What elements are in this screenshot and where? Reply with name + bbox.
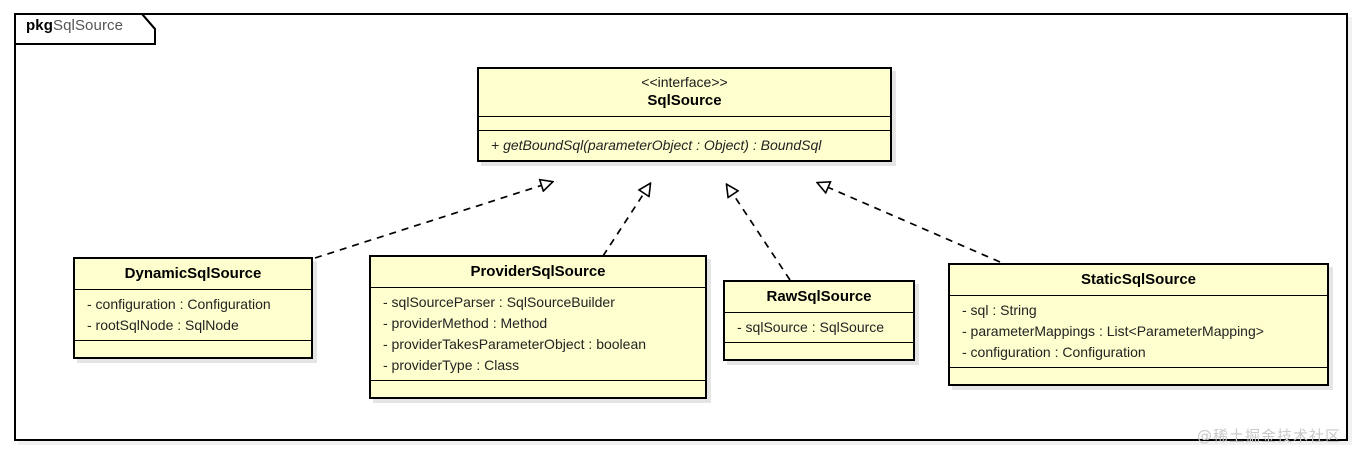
attributes-compartment-dynamicsqlsource: - configuration : Configuration - rootSq… bbox=[75, 290, 311, 340]
class-member: - sqlSourceParser : SqlSourceBuilder bbox=[383, 294, 615, 310]
class-name: DynamicSqlSource bbox=[124, 265, 262, 282]
class-member: - providerTakesParameterObject : boolean bbox=[383, 336, 647, 352]
class-box-providersqlsource[interactable]: ProviderSqlSource - sqlSourceParser : Sq… bbox=[369, 255, 707, 399]
class-box-dynamicsqlsource[interactable]: DynamicSqlSource - configuration : Confi… bbox=[73, 257, 313, 359]
class-member: - parameterMappings : List<ParameterMapp… bbox=[962, 323, 1264, 339]
class-header-staticsqlsource: StaticSqlSource bbox=[950, 265, 1327, 295]
watermark-text: @稀土掘金技术社区 bbox=[1196, 427, 1341, 445]
class-name: StaticSqlSource bbox=[1080, 271, 1197, 288]
compartment-divider bbox=[371, 287, 705, 288]
methods-compartment-dynamicsqlsource bbox=[75, 341, 311, 357]
class-name: RawSqlSource bbox=[766, 288, 872, 305]
methods-compartment-staticsqlsource bbox=[950, 368, 1327, 384]
class-member: + getBoundSql(parameterObject : Object) … bbox=[491, 137, 822, 153]
package-tab: pkgSqlSource bbox=[14, 13, 156, 45]
class-box-sqlsource[interactable]: <<interface>> SqlSource + getBoundSql(pa… bbox=[477, 67, 892, 162]
class-name: SqlSource bbox=[647, 92, 722, 109]
attributes-compartment-staticsqlsource: - sql : String - parameterMappings : Lis… bbox=[950, 296, 1327, 367]
compartment-divider bbox=[75, 289, 311, 290]
attributes-compartment-sqlsource bbox=[479, 117, 890, 130]
class-box-rawsqlsource[interactable]: RawSqlSource - sqlSource : SqlSource bbox=[723, 280, 915, 361]
class-member: - configuration : Configuration bbox=[962, 344, 1146, 360]
class-header-rawsqlsource: RawSqlSource bbox=[725, 282, 913, 312]
class-member: - providerType : Class bbox=[383, 357, 520, 373]
class-header-providersqlsource: ProviderSqlSource bbox=[371, 257, 705, 287]
package-label: pkgSqlSource bbox=[26, 17, 123, 34]
methods-compartment-providersqlsource bbox=[371, 381, 705, 397]
class-member: - sql : String bbox=[962, 302, 1037, 318]
class-header-dynamicsqlsource: DynamicSqlSource bbox=[75, 259, 311, 289]
attributes-compartment-rawsqlsource: - sqlSource : SqlSource bbox=[725, 313, 913, 342]
compartment-divider bbox=[371, 380, 705, 381]
package-keyword: pkg bbox=[26, 17, 53, 34]
compartment-divider bbox=[479, 130, 890, 131]
compartment-divider bbox=[725, 312, 913, 313]
compartment-divider bbox=[950, 367, 1327, 368]
methods-compartment-sqlsource: + getBoundSql(parameterObject : Object) … bbox=[479, 131, 890, 160]
methods-compartment-rawsqlsource bbox=[725, 343, 913, 359]
compartment-divider bbox=[75, 340, 311, 341]
class-box-staticsqlsource[interactable]: StaticSqlSource - sql : String - paramet… bbox=[948, 263, 1329, 386]
class-member: - sqlSource : SqlSource bbox=[737, 319, 885, 335]
package-name: SqlSource bbox=[52, 17, 124, 34]
class-member: - providerMethod : Method bbox=[383, 315, 548, 331]
class-name: ProviderSqlSource bbox=[470, 263, 606, 280]
attributes-compartment-providersqlsource: - sqlSourceParser : SqlSourceBuilder - p… bbox=[371, 288, 705, 380]
class-member: - configuration : Configuration bbox=[87, 296, 271, 312]
class-stereotype: <<interface>> bbox=[641, 74, 728, 90]
compartment-divider bbox=[950, 295, 1327, 296]
class-member: - rootSqlNode : SqlNode bbox=[87, 317, 239, 333]
class-header-sqlsource: <<interface>> SqlSource bbox=[479, 69, 890, 116]
compartment-divider bbox=[479, 116, 890, 117]
compartment-divider bbox=[725, 342, 913, 343]
